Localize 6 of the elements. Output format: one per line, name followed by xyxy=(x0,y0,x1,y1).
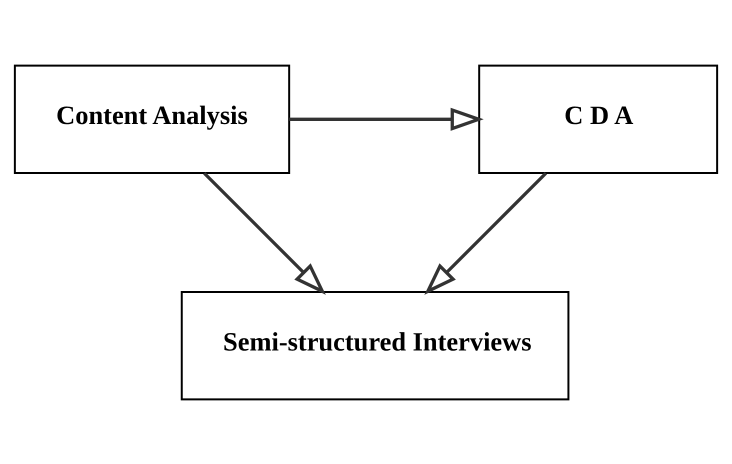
node-box: Content Analysis xyxy=(14,64,290,174)
node-box: C D A xyxy=(478,64,718,174)
arrow xyxy=(289,107,484,130)
arrow xyxy=(424,172,548,294)
node-box: Semi-structured Interviews xyxy=(180,290,570,400)
arrow xyxy=(203,172,326,294)
